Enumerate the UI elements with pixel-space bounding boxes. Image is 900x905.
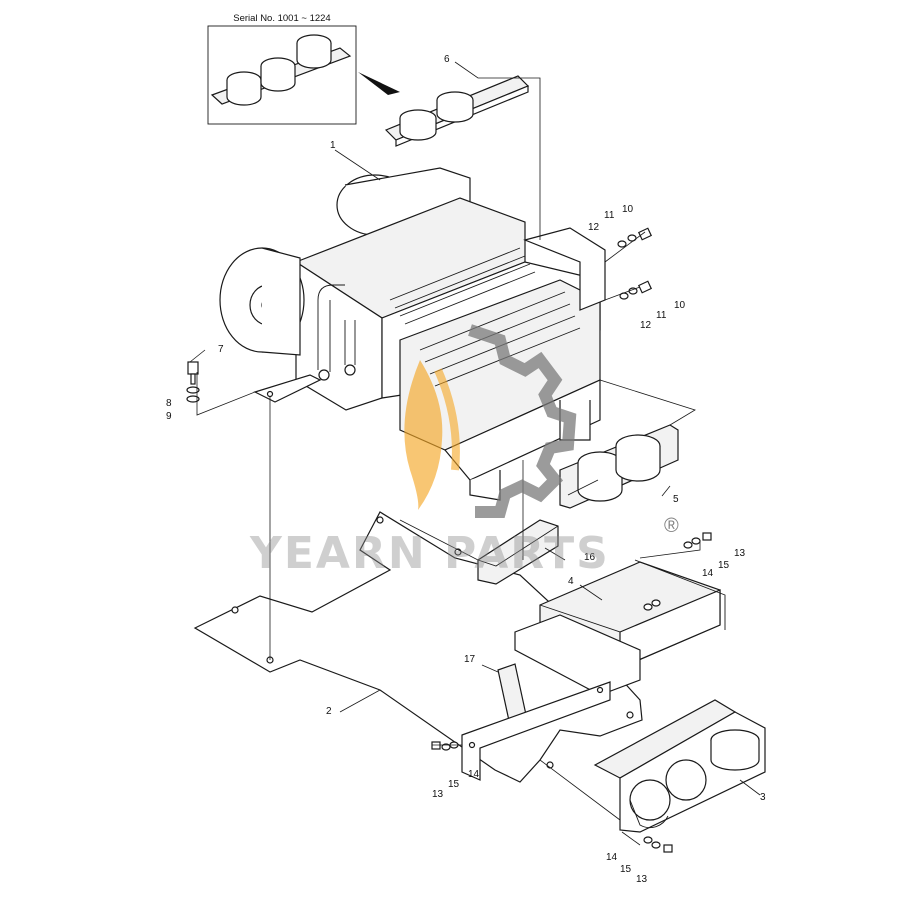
watermark-gear (468, 324, 577, 518)
inset-arrow (358, 72, 400, 95)
callout-13-bottom: 13 (636, 874, 648, 885)
callout-13-upper: 13 (734, 548, 746, 559)
callout-16: 16 (584, 552, 596, 563)
callout-11-top: 11 (604, 210, 615, 221)
callout-15-left: 15 (448, 779, 460, 790)
callout-14-left: 14 (468, 769, 480, 780)
inset-duct-3port (210, 34, 352, 106)
callout-1: 1 (330, 140, 336, 151)
callout-17: 17 (464, 654, 476, 665)
callout-3: 3 (760, 792, 766, 803)
callout-10-mid: 10 (674, 300, 686, 311)
part-6-top-duct (384, 75, 530, 147)
callout-12-mid: 12 (640, 320, 652, 331)
callout-5: 5 (673, 494, 679, 505)
callout-2: 2 (326, 706, 332, 717)
part-3-lower-duct (593, 699, 766, 833)
part-16-spacer (477, 519, 559, 585)
fasteners-13-14-15-left (431, 741, 459, 751)
callout-14-bottom: 14 (606, 852, 618, 863)
watermark-flame (404, 360, 443, 510)
serial-label: Serial No. 1001 ~ 1224 (233, 13, 330, 24)
callout-15-bottom: 15 (620, 864, 632, 875)
callout-11-mid: 11 (656, 310, 667, 321)
fasteners-13-14-15-bottom (643, 836, 673, 853)
callout-6: 6 (444, 54, 450, 65)
callout-10-top: 10 (622, 204, 634, 215)
serial-inset: Serial No. 1001 ~ 1224 (207, 13, 400, 125)
fasteners-13-14-15-right-top (683, 532, 712, 549)
callout-4: 4 (568, 576, 574, 587)
callouts: 1 2 3 4 5 6 7 8 9 10 11 12 10 11 12 13 1… (166, 54, 766, 885)
callout-12-top: 12 (588, 222, 600, 233)
watermark-text: YEARN PARTS (249, 528, 610, 579)
mount-bracket (461, 681, 611, 781)
bolt-7-8-9 (186, 361, 200, 403)
watermark-registered: ® (664, 515, 679, 537)
callout-14-upper: 14 (702, 568, 714, 579)
leader-lines (189, 61, 761, 846)
inset-frame (207, 25, 357, 125)
callout-15-upper: 15 (718, 560, 730, 571)
fasteners-10-11-12 (617, 227, 653, 300)
watermark: YEARN PARTS ® (249, 324, 679, 579)
callout-13-left: 13 (432, 789, 444, 800)
callout-8: 8 (166, 398, 172, 409)
callout-7: 7 (218, 344, 224, 355)
callout-9: 9 (166, 411, 172, 422)
part-5-front-duct (559, 424, 679, 509)
